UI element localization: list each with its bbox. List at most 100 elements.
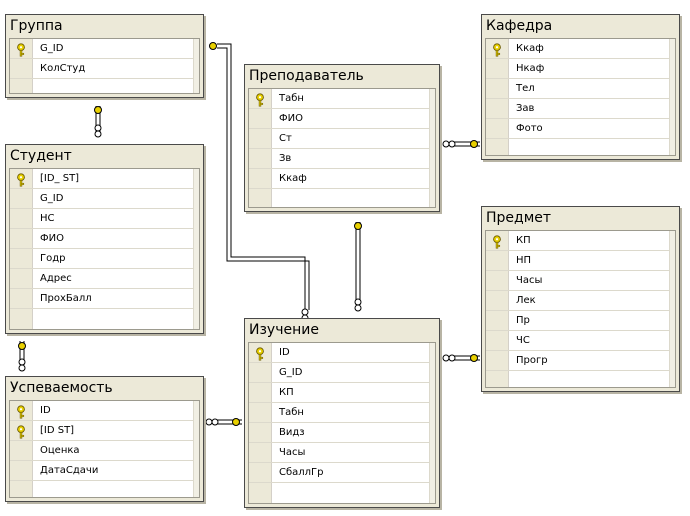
field-name: ID — [279, 347, 290, 358]
field-name: [ID_ ST] — [40, 173, 80, 184]
field-row[interactable]: КП — [486, 231, 670, 251]
scrollbar[interactable] — [193, 401, 199, 497]
field-row[interactable]: Ст — [249, 129, 430, 149]
scrollbar[interactable] — [429, 343, 435, 503]
key-marker — [18, 342, 26, 350]
one-end-key-markers — [18, 42, 478, 426]
field-row[interactable]: НП — [486, 251, 670, 271]
field-row[interactable]: Табн — [249, 403, 430, 423]
field-name: СбаллГр — [279, 467, 324, 478]
key-marker — [209, 42, 217, 50]
infinity-marker — [354, 298, 362, 312]
scrollbar[interactable] — [669, 39, 675, 155]
field-row[interactable]: ЧС — [486, 331, 670, 351]
field-row[interactable]: Нкаф — [486, 59, 670, 79]
field-name: ID — [40, 405, 51, 416]
field-name: G_ID — [40, 193, 64, 204]
field-name: НП — [516, 255, 532, 266]
field-name: G_ID — [279, 367, 303, 378]
field-row[interactable]: ДатаСдачи — [10, 461, 194, 481]
scrollbar[interactable] — [193, 169, 199, 329]
field-name: Ккаф — [516, 43, 544, 54]
table-title[interactable]: Группа — [10, 18, 63, 34]
field-name: КП — [516, 235, 531, 246]
field-row[interactable]: Пр — [486, 311, 670, 331]
field-row[interactable]: Ккаф — [486, 39, 670, 59]
field-row[interactable]: НС — [10, 209, 194, 229]
field-name: ДатаСдачи — [40, 465, 99, 476]
field-name: Часы — [279, 447, 306, 458]
field-row[interactable]: [ID_ ST] — [10, 169, 194, 189]
key-marker — [470, 140, 478, 148]
field-name: Оценка — [40, 445, 80, 456]
scrollbar[interactable] — [193, 39, 199, 93]
field-row[interactable]: ID — [249, 343, 430, 363]
rel-gruppa-izuchenie — [217, 43, 310, 310]
field-name: Нкаф — [516, 63, 545, 74]
field-row[interactable]: Прогр — [486, 351, 670, 371]
table-title[interactable]: Студент — [10, 148, 72, 164]
table-title[interactable]: Изучение — [249, 322, 319, 338]
field-row[interactable]: КолСтуд — [10, 59, 194, 79]
field-row[interactable]: G_ID — [10, 189, 194, 209]
primary-key-icon — [491, 234, 503, 249]
field-row[interactable]: ПрохБалл — [10, 289, 194, 309]
field-row[interactable]: ФИО — [249, 109, 430, 129]
infinity-marker — [18, 358, 26, 372]
field-row[interactable]: ID — [10, 401, 194, 421]
field-row[interactable]: G_ID — [10, 39, 194, 59]
field-row[interactable]: Годр — [10, 249, 194, 269]
field-row[interactable]: G_ID — [249, 363, 430, 383]
field-row[interactable]: [ID ST] — [10, 421, 194, 441]
field-row[interactable]: Часы — [249, 443, 430, 463]
field-row[interactable]: ФИО — [10, 229, 194, 249]
field-row[interactable]: Видз — [249, 423, 430, 443]
field-name: КП — [279, 387, 294, 398]
field-row[interactable]: Тел — [486, 79, 670, 99]
table-title[interactable]: Кафедра — [486, 18, 553, 34]
field-name: ФИО — [40, 233, 64, 244]
table-title[interactable]: Успеваемость — [10, 380, 113, 396]
field-row[interactable]: Лек — [486, 291, 670, 311]
field-name: ФИО — [279, 113, 303, 124]
field-name: Тел — [516, 83, 535, 94]
infinity-marker — [94, 124, 102, 138]
field-name: Видз — [279, 427, 305, 438]
field-name: Годр — [40, 253, 66, 264]
field-row[interactable]: КП — [249, 383, 430, 403]
field-row[interactable]: Табн — [249, 89, 430, 109]
field-name: ЧС — [516, 335, 530, 346]
field-name: Лек — [516, 295, 536, 306]
field-name: Адрес — [40, 273, 72, 284]
table-title[interactable]: Предмет — [486, 210, 552, 226]
key-marker — [94, 106, 102, 114]
field-row[interactable]: Фото — [486, 119, 670, 139]
field-row[interactable]: Оценка — [10, 441, 194, 461]
primary-key-icon — [15, 424, 27, 439]
field-row[interactable]: Зав — [486, 99, 670, 119]
field-row[interactable]: Часы — [486, 271, 670, 291]
infinity-marker — [205, 418, 219, 426]
field-row[interactable]: Ккаф — [249, 169, 430, 189]
primary-key-icon — [254, 346, 266, 361]
field-name: ПрохБалл — [40, 293, 92, 304]
field-row[interactable]: Адрес — [10, 269, 194, 289]
field-row[interactable]: СбаллГр — [249, 463, 430, 483]
table-title[interactable]: Преподаватель — [249, 68, 364, 84]
scrollbar[interactable] — [669, 231, 675, 387]
field-name: [ID ST] — [40, 425, 75, 436]
rel-prepodavatel-izuchenie — [355, 222, 361, 305]
field-row[interactable]: Зв — [249, 149, 430, 169]
